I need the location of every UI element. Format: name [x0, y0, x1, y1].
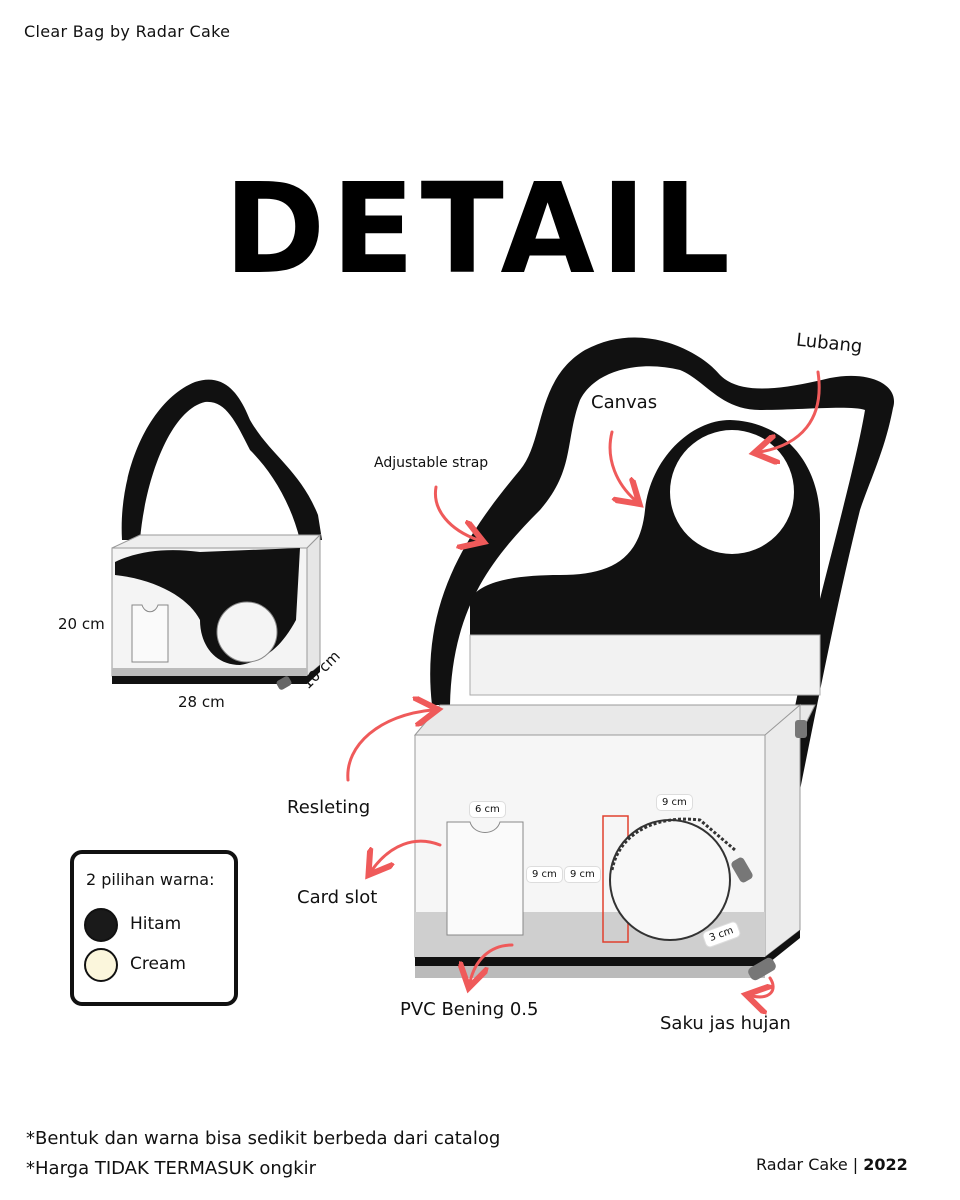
footer-name: Radar Cake | — [756, 1155, 864, 1174]
large-bag — [413, 337, 895, 981]
card-slot — [446, 821, 524, 936]
dim-card-h2: 9 cm — [565, 867, 600, 882]
dim-card-top: 6 cm — [470, 802, 505, 817]
note-price-prefix: *Harga — [26, 1158, 95, 1179]
swatch-hitam — [84, 908, 118, 942]
swatch-cream — [84, 948, 118, 982]
note-price-suffix: ongkir — [253, 1158, 317, 1179]
small-bag-strap — [121, 379, 322, 540]
label-resleting: Resleting — [287, 797, 371, 818]
note-price-emph: TIDAK TERMASUK — [94, 1158, 254, 1179]
footer: Radar Cake | 2022 — [756, 1155, 908, 1174]
note-variation: *Bentuk dan warna bisa sedikit berbeda d… — [26, 1128, 501, 1149]
dim-pouch-top: 9 cm — [657, 795, 692, 810]
option-cream: Cream — [130, 954, 186, 974]
option-hitam: Hitam — [130, 914, 182, 934]
large-bag-strap — [430, 337, 895, 790]
label-canvas: Canvas — [591, 392, 658, 413]
label-card-slot: Card slot — [297, 887, 378, 908]
color-options-legend: 2 pilihan warna: Hitam Cream — [70, 850, 238, 1006]
small-bag-width: 28 cm — [178, 693, 225, 711]
legend-title: 2 pilihan warna: — [86, 870, 215, 889]
note-price: *Harga TIDAK TERMASUK ongkir — [26, 1158, 316, 1179]
page-title: DETAIL — [224, 156, 736, 302]
brand-title: Clear Bag by Radar Cake — [24, 22, 231, 41]
callout-arrows — [346, 370, 821, 997]
label-adjustable-strap: Adjustable strap — [374, 455, 489, 471]
footer-year: 2022 — [863, 1155, 908, 1174]
small-bag-height: 20 cm — [58, 615, 105, 633]
dim-card-h1: 9 cm — [527, 867, 562, 882]
label-saku-jas-hujan: Saku jas hujan — [660, 1013, 791, 1034]
small-bag — [111, 379, 322, 690]
label-pvc: PVC Bening 0.5 — [400, 999, 539, 1020]
